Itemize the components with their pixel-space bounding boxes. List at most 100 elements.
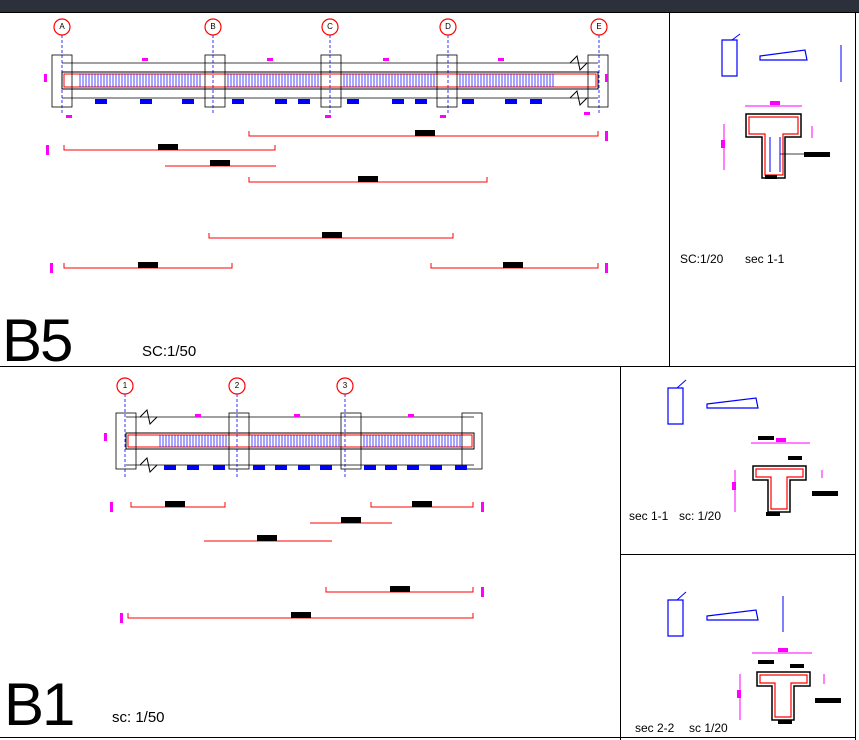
- rebar-dim: [481, 587, 484, 597]
- bar-marker: [275, 465, 287, 470]
- dimension-tick: [408, 414, 414, 417]
- bar-marker: [407, 465, 419, 470]
- bar-marker: [385, 465, 397, 470]
- bar-marker: [95, 99, 107, 104]
- bar-marker: [140, 99, 152, 104]
- beam-title-b1: B1: [4, 671, 75, 738]
- bar-marker: [232, 99, 244, 104]
- dimension-tick: [605, 74, 608, 82]
- dimension-tick: [584, 112, 590, 115]
- rebar-dim: [120, 613, 123, 623]
- bar-marker: [430, 465, 442, 470]
- bar-marker: [530, 99, 542, 104]
- dimension-marks-b5: [44, 58, 608, 118]
- stirrups-b5: [79, 74, 554, 87]
- dimension-tick: [104, 433, 107, 441]
- axis-label: 2: [234, 381, 240, 390]
- bar-marker: [187, 465, 199, 470]
- stirrups-b1: [159, 435, 461, 447]
- rebar-tag: [138, 262, 158, 268]
- bar-marker: [392, 99, 404, 104]
- axis-label: E: [596, 22, 602, 31]
- section-scale-b1-1: sc: 1/20: [679, 509, 722, 523]
- bottom-bar-markers-b5: [95, 99, 542, 104]
- axis-bubble: [321, 18, 339, 36]
- axis-bubble: [336, 377, 354, 395]
- grid-axis-lines-b1: [116, 377, 354, 478]
- bar-marker: [164, 465, 176, 470]
- rebar-tag: [415, 130, 435, 136]
- bottom-bar-markers-b1: [164, 465, 467, 470]
- dimension-tick: [142, 58, 148, 61]
- rebar-dim: [50, 263, 53, 273]
- section-detail-b5: [721, 33, 842, 179]
- dimension-tick: [44, 74, 47, 82]
- section-scale-b5: SC:1/20: [680, 252, 724, 266]
- axis-label: 1: [122, 381, 128, 390]
- rebar-tag: [390, 586, 410, 592]
- axis-label: D: [445, 22, 451, 31]
- section-name-b1-2: sec 2-2: [635, 721, 675, 735]
- axis-bubble: [204, 18, 222, 36]
- dimension-tick: [66, 115, 72, 118]
- dimension-tick: [383, 58, 389, 61]
- section-scale-b1-2: sc 1/20: [689, 721, 728, 735]
- bar-marker: [320, 465, 332, 470]
- bar-marker: [298, 465, 310, 470]
- rebar-dim: [481, 502, 484, 512]
- dimension-marks-b1: [104, 414, 414, 441]
- dimension-tick: [294, 414, 300, 417]
- beam-elevation-b1: [104, 408, 483, 474]
- bar-marker: [253, 465, 265, 470]
- rebar-tag: [291, 612, 311, 618]
- window-top-bar: [0, 0, 859, 12]
- rebar-dim: [605, 131, 608, 141]
- bar-marker: [455, 465, 467, 470]
- bar-marker: [275, 99, 287, 104]
- dimension-tick: [267, 58, 273, 61]
- axis-label: 3: [342, 381, 348, 390]
- rebar-schedule-b1: [110, 501, 484, 623]
- axis-bubble: [116, 377, 134, 395]
- section-detail-b1-1: [667, 379, 838, 516]
- bar-marker: [415, 99, 427, 104]
- bar-marker: [505, 99, 517, 104]
- rebar-dim: [46, 145, 49, 155]
- axis-label: A: [59, 22, 65, 31]
- rebar-tag: [322, 232, 342, 238]
- rebar-tag: [341, 517, 361, 523]
- rebar-dim: [110, 502, 113, 512]
- bar-marker: [213, 465, 225, 470]
- beam-title-b5: B5: [2, 307, 73, 374]
- rebar-tag: [210, 160, 230, 166]
- axis-bubble: [228, 377, 246, 395]
- beam-scale-b5: SC:1/50: [142, 343, 197, 360]
- bar-marker: [298, 99, 310, 104]
- dimension-tick: [325, 115, 331, 118]
- sheet-frames: [0, 12, 859, 740]
- axis-bubble: [590, 18, 608, 36]
- rebar-tag: [412, 501, 432, 507]
- rebar-tag: [358, 176, 378, 182]
- bar-marker: [347, 99, 359, 104]
- dimension-tick: [195, 414, 201, 417]
- rebar-tag: [257, 535, 277, 541]
- axis-label: C: [327, 22, 333, 31]
- rebar-tag: [165, 501, 185, 507]
- axis-bubble: [439, 18, 457, 36]
- grid-axis-lines-b5: [53, 18, 608, 115]
- bar-marker: [182, 99, 194, 104]
- rebar-tag: [158, 144, 178, 150]
- section-name-b1-1: sec 1-1: [629, 509, 669, 523]
- dimension-tick: [498, 58, 504, 61]
- bar-marker: [462, 99, 474, 104]
- axis-label: B: [210, 22, 216, 31]
- section-detail-b1-2: [667, 591, 841, 724]
- axis-bubble: [53, 18, 71, 36]
- section-name-b5: sec 1-1: [745, 252, 785, 266]
- bar-marker: [364, 465, 376, 470]
- rebar-tag: [503, 262, 523, 268]
- dimension-tick: [440, 115, 446, 118]
- beam-scale-b1: sc: 1/50: [112, 709, 165, 726]
